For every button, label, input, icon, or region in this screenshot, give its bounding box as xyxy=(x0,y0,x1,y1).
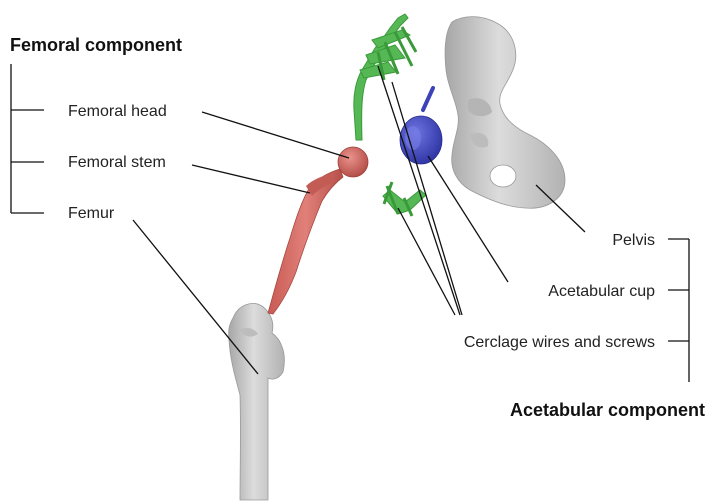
femoral-head xyxy=(338,147,368,177)
femoral-stem xyxy=(268,169,343,314)
label-acetabular-cup: Acetabular cup xyxy=(548,283,655,300)
label-femoral-stem: Femoral stem xyxy=(68,154,166,171)
label-femoral-head: Femoral head xyxy=(68,103,167,120)
femoral-component-title: Femoral component xyxy=(10,35,182,55)
label-femur: Femur xyxy=(68,205,115,222)
cerclage-wires-upper xyxy=(354,14,416,140)
label-cerclage-wires: Cerclage wires and screws xyxy=(464,334,655,351)
pelvis-bone xyxy=(445,17,565,209)
femur-bone xyxy=(229,303,285,500)
label-pelvis: Pelvis xyxy=(612,232,655,249)
leader-femoral-head xyxy=(202,112,349,158)
cerclage-wires-lower xyxy=(383,182,426,216)
leader-femoral-stem xyxy=(192,165,310,193)
leader-femur xyxy=(133,220,258,374)
acetabular-component-title: Acetabular component xyxy=(510,400,705,420)
